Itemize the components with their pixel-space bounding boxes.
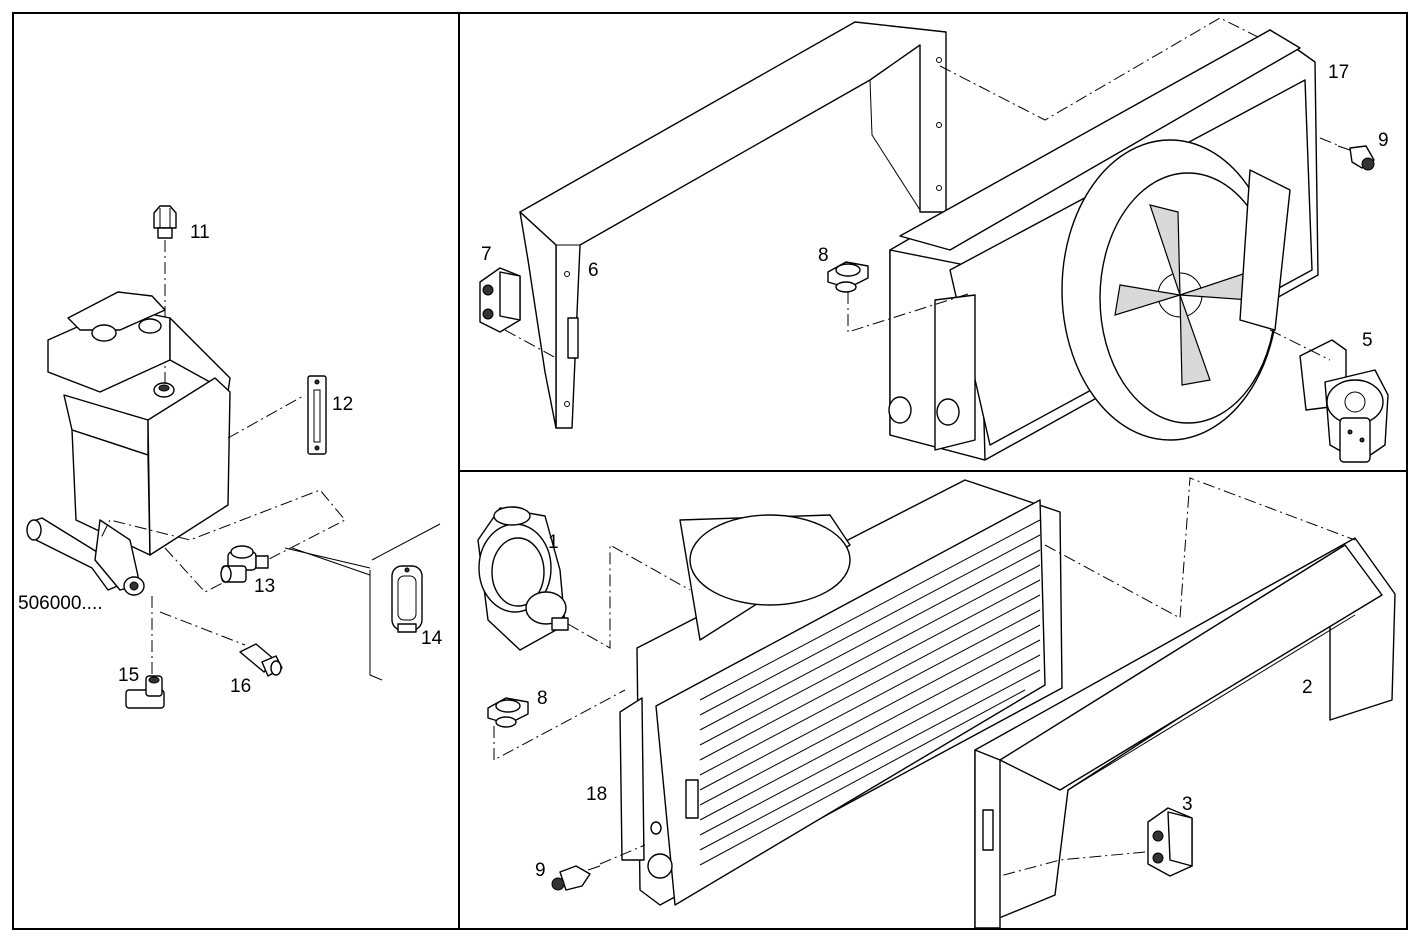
radiator-core-part-18 <box>619 479 1063 906</box>
callout-12: 12 <box>332 394 353 415</box>
panel-frames <box>12 12 1408 930</box>
callout-17: 17 <box>1328 62 1349 83</box>
callout-13: 13 <box>254 576 275 597</box>
switch-part-7 <box>479 267 521 333</box>
sight-gauge-part-12 <box>307 375 327 455</box>
elbow-fitting-part-15 <box>125 675 165 709</box>
fan-housing-part-1 <box>477 506 569 651</box>
switch-part-3 <box>1147 807 1193 877</box>
clip-part-14 <box>391 565 423 633</box>
callout-2: 2 <box>1302 677 1313 698</box>
shroud-part-6 <box>519 21 947 429</box>
top-right-panel-radiator-assembly: 6 7 8 17 9 5 <box>479 17 1389 463</box>
callout-15: 15 <box>118 665 139 686</box>
callout-11: 11 <box>190 222 210 243</box>
tee-fitting-part-13 <box>220 545 269 583</box>
callout-14: 14 <box>421 628 443 649</box>
sensor-part-9-bottom <box>551 865 601 891</box>
radiator-fan-part-17 <box>888 29 1319 461</box>
callout-3: 3 <box>1182 794 1193 815</box>
nipple-fitting-part-16 <box>239 643 283 677</box>
radiator-cap-part-8-bottom <box>487 697 529 728</box>
callout-16: 16 <box>230 676 251 697</box>
callout-8-top: 8 <box>818 245 829 266</box>
callout-8-bottom: 8 <box>537 688 548 709</box>
callout-6: 6 <box>588 260 599 281</box>
fan-motor-part-5 <box>1299 339 1389 463</box>
callout-9-bottom: 9 <box>535 860 546 881</box>
sensor-part-9-top <box>1337 145 1375 171</box>
left-panel-expansion-tank-group: 11 12 13 14 15 16 506000.... <box>18 205 443 709</box>
callout-1: 1 <box>548 532 559 553</box>
callout-9-top: 9 <box>1378 130 1389 151</box>
bottom-right-panel-radiator-assembly: 1 8 18 9 2 3 <box>477 477 1396 929</box>
filler-cap-part-11 <box>153 205 177 239</box>
expansion-tank-part <box>26 291 231 596</box>
radiator-cap-part-8-top <box>827 261 869 293</box>
shroud-part-2 <box>974 537 1396 929</box>
callout-18: 18 <box>586 784 607 805</box>
reference-code: 506000.... <box>18 593 103 614</box>
radiator-fins <box>699 519 1041 866</box>
callout-7: 7 <box>481 244 492 265</box>
callout-5: 5 <box>1362 330 1373 351</box>
